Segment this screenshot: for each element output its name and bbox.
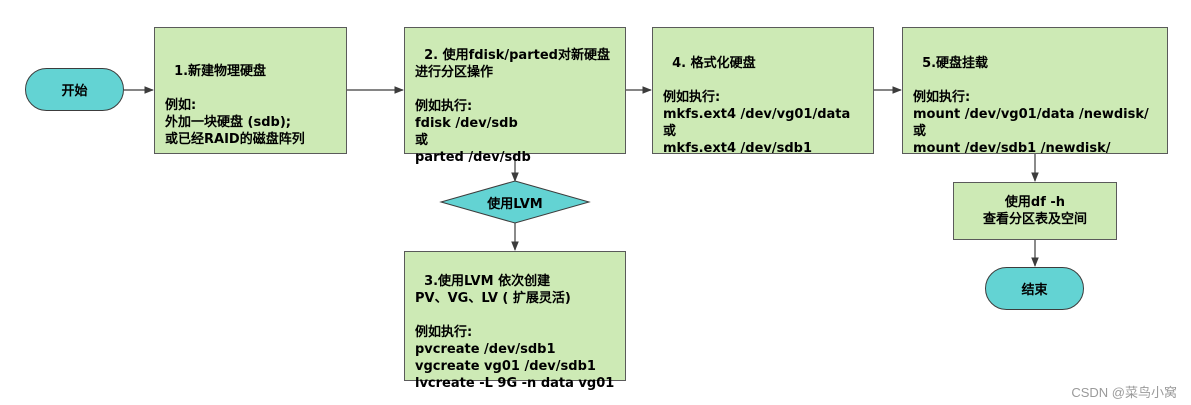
step4-text: 4. 格式化硬盘 例如执行: mkfs.ext4 /dev/vg01/data … — [663, 56, 851, 156]
check-box: 使用df -h 查看分区表及空间 — [953, 182, 1117, 240]
end-terminal: 结束 — [985, 267, 1084, 310]
step3-text: 3.使用LVM 依次创建 PV、VG、LV ( 扩展灵活) 例如执行: pvcr… — [415, 274, 615, 391]
step5-text: 5.硬盘挂载 例如执行: mount /dev/vg01/data /newdi… — [913, 56, 1149, 156]
decision-diamond — [439, 180, 591, 224]
decision-label: 使用LVM — [487, 196, 543, 212]
step5-box: 5.硬盘挂载 例如执行: mount /dev/vg01/data /newdi… — [902, 27, 1168, 156]
start-terminal: 开始 — [25, 68, 124, 111]
end-label: 结束 — [1021, 283, 1048, 298]
watermark: CSDN @菜鸟小窝 — [1071, 385, 1177, 400]
step2-box: 2. 使用fdisk/parted对新硬盘 进行分区操作 例如执行: fdisk… — [404, 27, 626, 165]
step4-box: 4. 格式化硬盘 例如执行: mkfs.ext4 /dev/vg01/data … — [652, 27, 874, 156]
step2-text: 2. 使用fdisk/parted对新硬盘 进行分区操作 例如执行: fdisk… — [415, 48, 610, 165]
step1-box: 1.新建物理硬盘 例如: 外加一块硬盘 (sdb); 或已经RAID的磁盘阵列 — [154, 27, 347, 154]
check-text: 使用df -h 查看分区表及空间 — [982, 195, 1087, 227]
step3-box: 3.使用LVM 依次创建 PV、VG、LV ( 扩展灵活) 例如执行: pvcr… — [404, 251, 626, 391]
step1-text: 1.新建物理硬盘 例如: 外加一块硬盘 (sdb); 或已经RAID的磁盘阵列 — [165, 64, 305, 147]
start-label: 开始 — [61, 84, 88, 99]
